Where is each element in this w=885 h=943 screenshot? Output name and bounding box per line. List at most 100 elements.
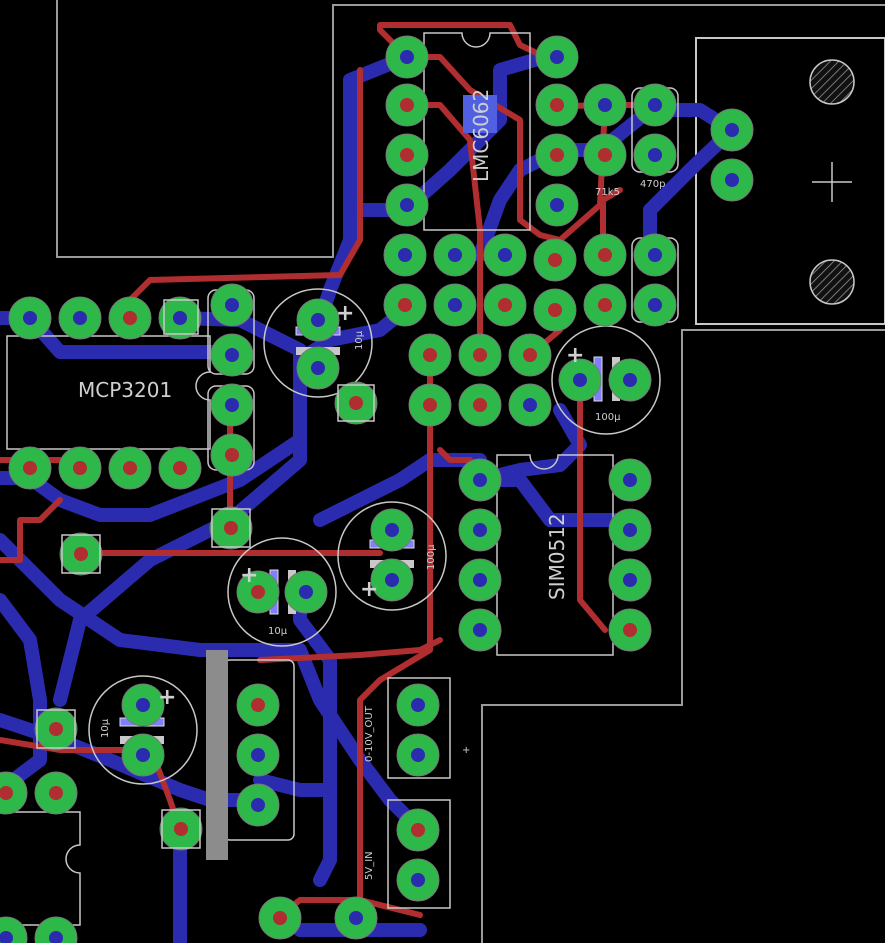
pad-drill bbox=[311, 313, 325, 327]
pad-drill bbox=[623, 573, 637, 587]
r-71k5-label: 71k5 bbox=[595, 187, 620, 198]
pad-drill bbox=[349, 911, 363, 925]
pad-drill bbox=[49, 786, 63, 800]
pad-drill bbox=[598, 148, 612, 162]
c-100u-label-a: 100µ bbox=[595, 412, 621, 423]
pad-drill bbox=[523, 398, 537, 412]
pad-drill bbox=[598, 248, 612, 262]
c-10u-label-b: 10µ bbox=[268, 626, 288, 637]
pad-drill bbox=[423, 348, 437, 362]
pad-drill bbox=[550, 50, 564, 64]
pad[interactable] bbox=[34, 916, 78, 943]
lmc6062-label: LMC6062 bbox=[469, 89, 493, 182]
pad-drill bbox=[648, 148, 662, 162]
pad-drill bbox=[225, 398, 239, 412]
pad-drill bbox=[174, 822, 188, 836]
pad-drill bbox=[473, 473, 487, 487]
pad-drill bbox=[411, 698, 425, 712]
pad-drill bbox=[398, 248, 412, 262]
plus-sign-e: + bbox=[158, 685, 176, 710]
pad-drill bbox=[411, 823, 425, 837]
pad-drill bbox=[623, 623, 637, 637]
plus-sign-b: + bbox=[566, 343, 584, 368]
pads-layer bbox=[0, 35, 754, 943]
silkscreen-outlines bbox=[0, 32, 679, 926]
pad-drill bbox=[349, 396, 363, 410]
pad-drill bbox=[473, 573, 487, 587]
plus-sign-f: + bbox=[462, 745, 470, 756]
pad[interactable] bbox=[0, 771, 28, 815]
pad-drill bbox=[623, 523, 637, 537]
pad-drill bbox=[573, 373, 587, 387]
pad-drill bbox=[548, 253, 562, 267]
pad-drill bbox=[473, 523, 487, 537]
plus-sign-c: + bbox=[360, 577, 378, 602]
pad-drill bbox=[173, 311, 187, 325]
board-outline bbox=[56, 0, 885, 943]
pad-drill bbox=[548, 303, 562, 317]
pad-drill bbox=[224, 521, 238, 535]
pad-drill bbox=[598, 298, 612, 312]
pad-drill bbox=[49, 722, 63, 736]
pad-drill bbox=[225, 348, 239, 362]
pad-drill bbox=[498, 248, 512, 262]
pad-drill bbox=[473, 348, 487, 362]
pad-drill bbox=[23, 311, 37, 325]
pad-drill bbox=[299, 585, 313, 599]
pad-drill bbox=[400, 98, 414, 112]
pad-drill bbox=[311, 361, 325, 375]
pad-drill bbox=[725, 173, 739, 187]
pad-drill bbox=[225, 448, 239, 462]
pad-drill bbox=[273, 911, 287, 925]
pad-drill bbox=[411, 873, 425, 887]
pad-drill bbox=[251, 748, 265, 762]
pad-drill bbox=[411, 748, 425, 762]
pad-drill bbox=[74, 547, 88, 561]
pad-drill bbox=[251, 798, 265, 812]
pad-drill bbox=[423, 398, 437, 412]
pad-drill bbox=[550, 198, 564, 212]
pad-drill bbox=[49, 931, 63, 943]
silkscreen-labels: LMC6062 MCP3201 SIM0512 71k5 470p 10µ 10… bbox=[78, 89, 665, 880]
pad-drill bbox=[225, 298, 239, 312]
c-10u-label-a: 10µ bbox=[354, 330, 365, 350]
pad-drill bbox=[136, 698, 150, 712]
relay-footprint bbox=[809, 59, 855, 305]
pad-drill bbox=[123, 311, 137, 325]
square-pads bbox=[36, 299, 375, 849]
c-10u-label-c: 10µ bbox=[100, 718, 111, 738]
in-connector-label: 5V_IN bbox=[364, 851, 375, 880]
pad-drill bbox=[23, 461, 37, 475]
pad-drill bbox=[136, 748, 150, 762]
pad-drill bbox=[0, 786, 13, 800]
pad-drill bbox=[448, 298, 462, 312]
pad-drill bbox=[0, 931, 13, 943]
pad-drill bbox=[623, 473, 637, 487]
pad-drill bbox=[648, 298, 662, 312]
pad-drill bbox=[725, 123, 739, 137]
pad-drill bbox=[550, 98, 564, 112]
sim0512-label: SIM0512 bbox=[545, 513, 569, 600]
pad-drill bbox=[523, 348, 537, 362]
pad-drill bbox=[251, 698, 265, 712]
pad-drill bbox=[385, 573, 399, 587]
out-connector-label: 0-10V_OUT bbox=[364, 705, 375, 762]
pad-drill bbox=[251, 585, 265, 599]
pad-drill bbox=[498, 298, 512, 312]
pad-drill bbox=[473, 398, 487, 412]
pad-drill bbox=[73, 311, 87, 325]
pad-drill bbox=[400, 50, 414, 64]
regulator-tab bbox=[206, 650, 228, 860]
pad-drill bbox=[598, 98, 612, 112]
pad-drill bbox=[400, 148, 414, 162]
c-470p-label: 470p bbox=[640, 179, 665, 190]
pad-drill bbox=[623, 373, 637, 387]
pad-drill bbox=[398, 298, 412, 312]
pad-drill bbox=[648, 98, 662, 112]
plus-sign-a: + bbox=[336, 301, 354, 326]
mcp3201-label: MCP3201 bbox=[78, 378, 172, 402]
pad-drill bbox=[448, 248, 462, 262]
pad-drill bbox=[123, 461, 137, 475]
pad-drill bbox=[400, 198, 414, 212]
